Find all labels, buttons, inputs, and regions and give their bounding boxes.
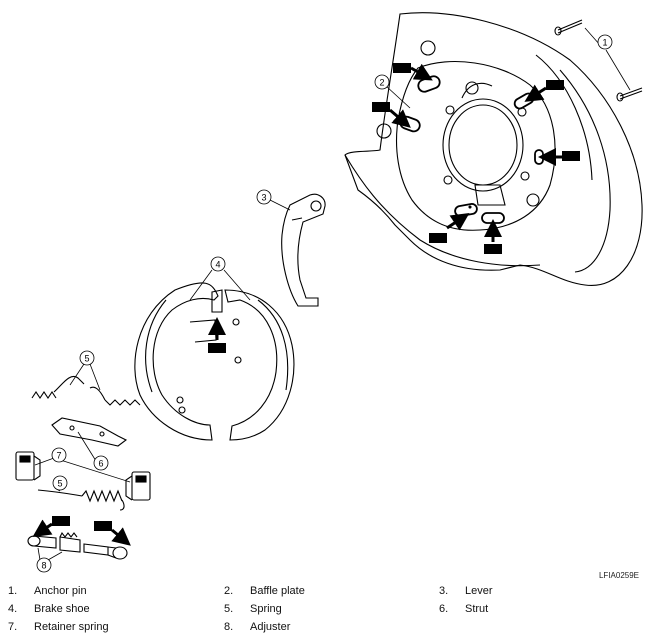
- legend-item-6: 6. Strut: [439, 603, 488, 615]
- adjuster: [27, 531, 128, 560]
- anchor-pin: [554, 19, 643, 102]
- exploded-parts-diagram: 1 2 3 4 5 6 7 5 8: [15, 12, 643, 573]
- legend-item-7: 7. Retainer spring: [8, 621, 109, 633]
- legend-label: Strut: [465, 603, 489, 615]
- callout-number: 6: [98, 459, 103, 469]
- legend-item-2: 2. Baffle plate: [224, 585, 305, 597]
- legend-label: Adjuster: [250, 621, 291, 633]
- callout-number: 2: [379, 78, 384, 88]
- retainer-spring: [15, 451, 151, 501]
- callout-number: 5: [57, 479, 62, 489]
- callout-5-lower: 5: [52, 475, 68, 491]
- legend-item-8: 8. Adjuster: [224, 621, 290, 633]
- legend-number: 2.: [224, 585, 234, 597]
- spring: [31, 376, 141, 511]
- grease-point-markers: [372, 63, 580, 254]
- legend-item-5: 5. Spring: [224, 603, 282, 615]
- callout-number: 4: [215, 260, 220, 270]
- legend-label: Retainer spring: [34, 621, 109, 633]
- callout-2: 2: [374, 74, 390, 90]
- callout-number: 8: [41, 561, 46, 571]
- legend-item-3: 3. Lever: [439, 585, 493, 597]
- legend-label: Brake shoe: [34, 603, 90, 615]
- legend-label: Anchor pin: [34, 585, 87, 597]
- legend-number: 1.: [8, 585, 18, 597]
- legend-item-4: 4. Brake shoe: [8, 603, 90, 615]
- legend-number: 8.: [224, 621, 234, 633]
- callout-number: 1: [602, 38, 607, 48]
- legend-number: 3.: [439, 585, 449, 597]
- legend-number: 4.: [8, 603, 18, 615]
- lever: [281, 193, 326, 307]
- grease-point-markers-shoe: [208, 317, 226, 353]
- legend-number: 5.: [224, 603, 234, 615]
- strut: [51, 417, 128, 447]
- callout-3: 3: [256, 189, 272, 205]
- callout-1: 1: [597, 34, 613, 50]
- callout-leaders: [34, 27, 631, 561]
- callout-number: 5: [84, 354, 89, 364]
- callout-5-upper: 5: [79, 350, 95, 366]
- legend-number: 6.: [439, 603, 449, 615]
- legend-number: 7.: [8, 621, 18, 633]
- brake-shoe: [134, 282, 295, 441]
- callout-8: 8: [36, 557, 52, 573]
- legend-item-1: 1. Anchor pin: [8, 585, 87, 597]
- figure-code: LFIA0259E: [598, 571, 639, 580]
- callout-7: 7: [51, 447, 67, 463]
- legend-label: Spring: [250, 603, 282, 615]
- legend-label: Baffle plate: [250, 585, 305, 597]
- callout-4: 4: [210, 256, 226, 272]
- callout-number: 3: [261, 193, 266, 203]
- callout-6: 6: [93, 455, 109, 471]
- legend-label: Lever: [465, 585, 493, 597]
- grease-point-markers-adjuster: [32, 516, 131, 546]
- callout-number: 7: [56, 451, 61, 461]
